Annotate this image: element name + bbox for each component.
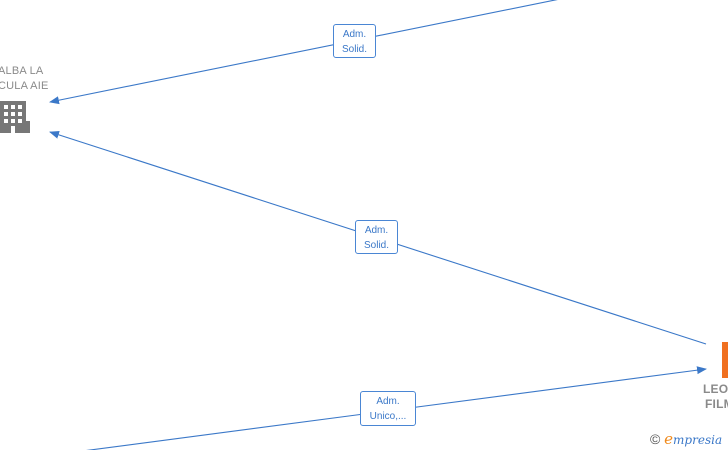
node-label-alba[interactable]: ALBA LA CULA AIE <box>0 64 49 94</box>
node-label-alba-line2: CULA AIE <box>0 80 49 92</box>
edge-label-2-line2: Solid. <box>363 240 389 251</box>
brand-e: e <box>664 430 674 448</box>
node-label-alba-line1: ALBA LA <box>0 65 44 77</box>
edge-label-2-line1: Adm. <box>364 225 389 236</box>
node-label-leo-line1: LEO <box>703 382 728 396</box>
edge-label-1[interactable]: Adm. Solid. <box>333 24 376 58</box>
node-label-leo-line2: FILM <box>705 397 728 411</box>
building-icon[interactable] <box>0 99 30 133</box>
edge-label-1-line2: Solid. <box>341 44 367 55</box>
node-label-leo[interactable]: LEO FILM <box>703 382 728 412</box>
edge-label-1-line1: Adm. <box>342 29 367 40</box>
edge-label-3-line1: Adm. <box>376 396 400 407</box>
edge-label-3[interactable]: Adm. Unico,... <box>360 391 416 426</box>
edge-line-1 <box>49 0 558 105</box>
brand-name: mpresia <box>673 433 723 447</box>
edge-label-3-line2: Unico,... <box>369 411 407 422</box>
edge-label-2[interactable]: Adm. Solid. <box>355 220 398 254</box>
copyright-icon: © <box>650 431 661 447</box>
building-icon-leo[interactable] <box>720 342 728 378</box>
brand-watermark: © empresia <box>650 430 722 448</box>
